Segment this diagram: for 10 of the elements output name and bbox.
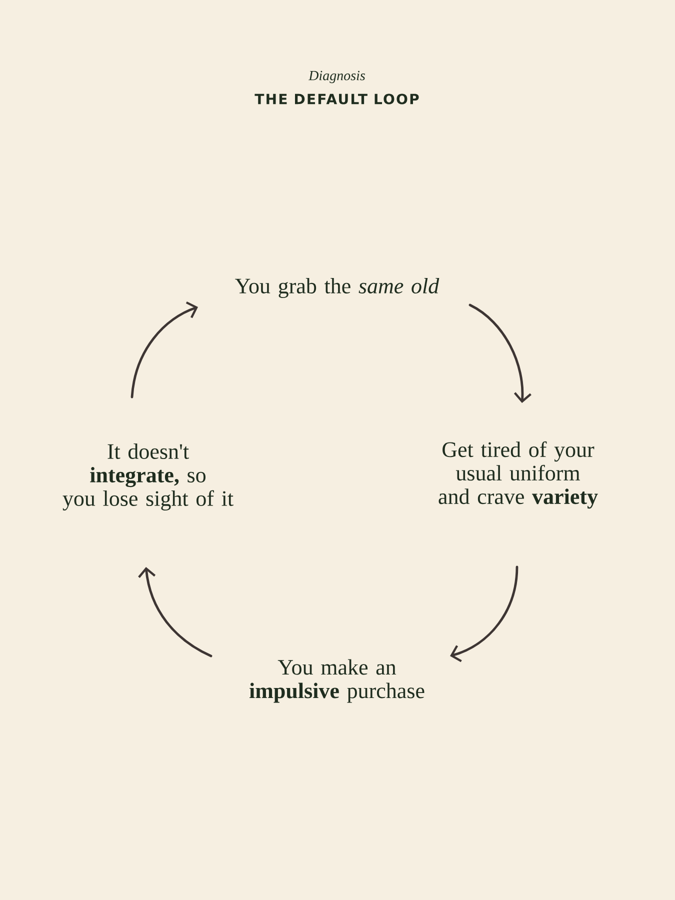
curved-arrow bbox=[138, 567, 212, 658]
step-text: Get tired of your usual uniform and crave variety bbox=[438, 441, 598, 509]
curved-arrow bbox=[450, 566, 518, 662]
title: THE DEFAULT LOOP bbox=[254, 94, 419, 104]
curved-arrow bbox=[468, 304, 532, 403]
curved-arrow bbox=[130, 301, 198, 398]
step-text: It doesn't integrate, so you lose sight of it bbox=[62, 444, 234, 511]
step-text: You make an impulsive purchase bbox=[250, 659, 424, 703]
subtitle: Diagnosis bbox=[308, 70, 365, 84]
step-text: You grab the same old bbox=[235, 278, 440, 298]
